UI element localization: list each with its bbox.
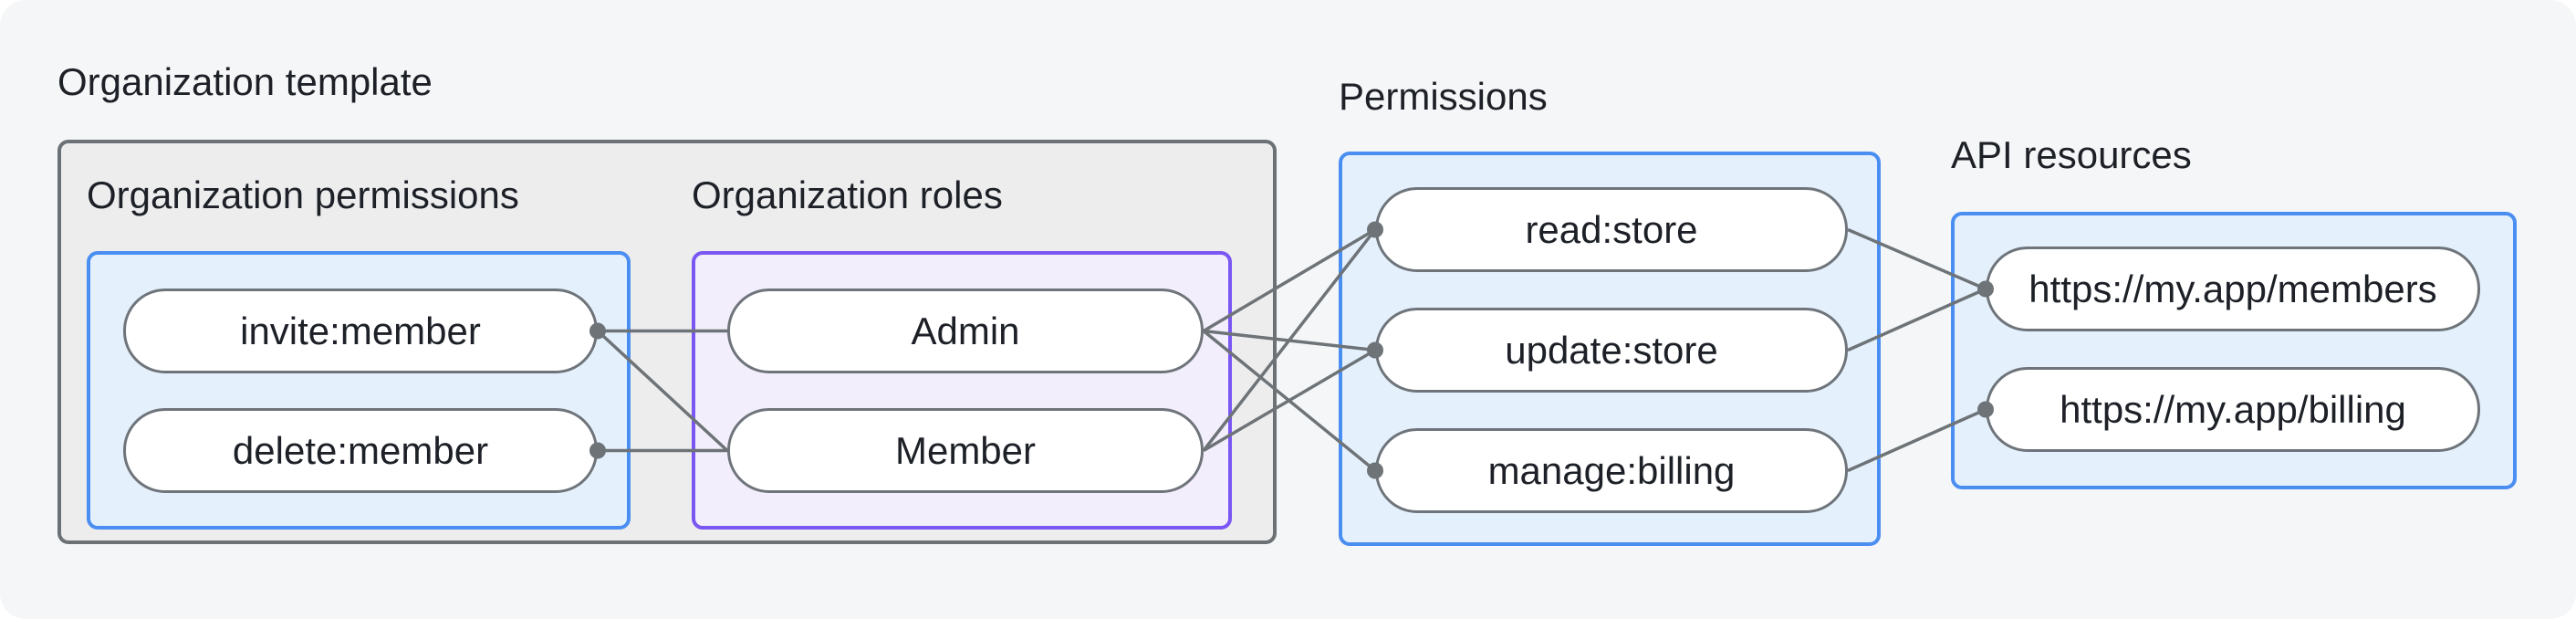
member-node-label: Member: [894, 428, 1037, 472]
update-store-node: update:store: [1375, 308, 1848, 393]
billing-api-node: https://my.app/billing: [1986, 367, 2480, 452]
manage-billing-node: manage:billing: [1375, 428, 1848, 513]
members-api-node: https://my.app/members: [1986, 247, 2480, 331]
member-node: Member: [727, 408, 1204, 493]
organization-template-label: Organization template: [57, 60, 433, 103]
manage-billing-node-label: manage:billing: [1487, 448, 1736, 492]
admin-node-label: Admin: [911, 309, 1020, 352]
delete-member-node-label: delete:member: [232, 428, 489, 472]
read-store-node: read:store: [1375, 187, 1848, 272]
invite-member-node: invite:member: [123, 289, 598, 373]
admin-node: Admin: [727, 289, 1204, 373]
members-api-node-label: https://my.app/members: [2028, 267, 2437, 310]
permissions-label: Permissions: [1339, 75, 1548, 118]
read-store-node-label: read:store: [1525, 207, 1698, 251]
api-resources-label: API resources: [1951, 133, 2192, 176]
billing-api-node-label: https://my.app/billing: [2060, 387, 2406, 431]
update-store-node-label: update:store: [1505, 328, 1718, 372]
organization-permissions-label: Organization permissions: [87, 173, 519, 216]
invite-member-node-label: invite:member: [240, 309, 481, 352]
organization-roles-label: Organization roles: [692, 173, 1003, 216]
delete-member-node: delete:member: [123, 408, 598, 493]
